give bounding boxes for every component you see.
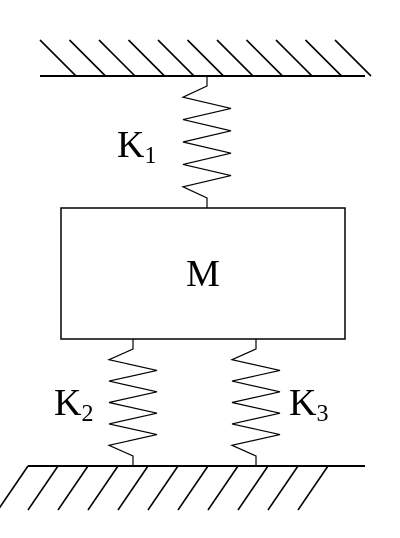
top-support [39, 39, 372, 77]
bottom-support-hatching [0, 465, 329, 511]
bottom-support [0, 465, 365, 511]
spring-k3-label: K3 [289, 382, 328, 427]
bottom-hatch-line [117, 465, 149, 511]
top-hatch-line [275, 39, 313, 77]
spring-k2-letter: K [54, 382, 82, 424]
spring-k1-label: K1 [117, 124, 156, 169]
spring-k1 [181, 76, 232, 208]
mass-block [60, 207, 346, 340]
bottom-hatch-line [87, 465, 119, 511]
bottom-hatch-line [297, 465, 329, 511]
bottom-hatch-line [177, 465, 209, 511]
bottom-hatch-line [27, 465, 59, 511]
top-hatch-line [127, 39, 166, 77]
top-hatch-line [334, 39, 372, 77]
bottom-hatch-line [207, 465, 239, 511]
top-hatch-line [39, 39, 77, 77]
bottom-hatch-line [267, 465, 299, 511]
top-hatch-line [157, 39, 195, 77]
spring-k3-letter: K [289, 382, 317, 424]
top-hatch-line [216, 39, 254, 77]
bottom-hatch-line [0, 465, 29, 509]
bottom-hatch-line [147, 465, 179, 511]
top-support-hatching [39, 39, 372, 77]
top-hatch-line [68, 39, 107, 77]
spring-k2-label: K2 [54, 382, 93, 427]
top-hatch-line [245, 39, 284, 77]
spring-k1-subscript: 1 [144, 143, 156, 169]
spring-k3-subscript: 3 [316, 401, 328, 427]
spring-k2-subscript: 2 [81, 401, 93, 427]
bottom-hatch-line [57, 465, 89, 511]
top-hatch-line [186, 39, 225, 77]
mass-label: M [186, 253, 220, 295]
bottom-hatch-line [237, 465, 269, 511]
top-hatch-line [304, 39, 343, 77]
top-hatch-line [98, 39, 136, 77]
spring-k2 [107, 339, 158, 466]
spring-k1-letter: K [117, 124, 145, 166]
spring-k3 [230, 339, 281, 466]
